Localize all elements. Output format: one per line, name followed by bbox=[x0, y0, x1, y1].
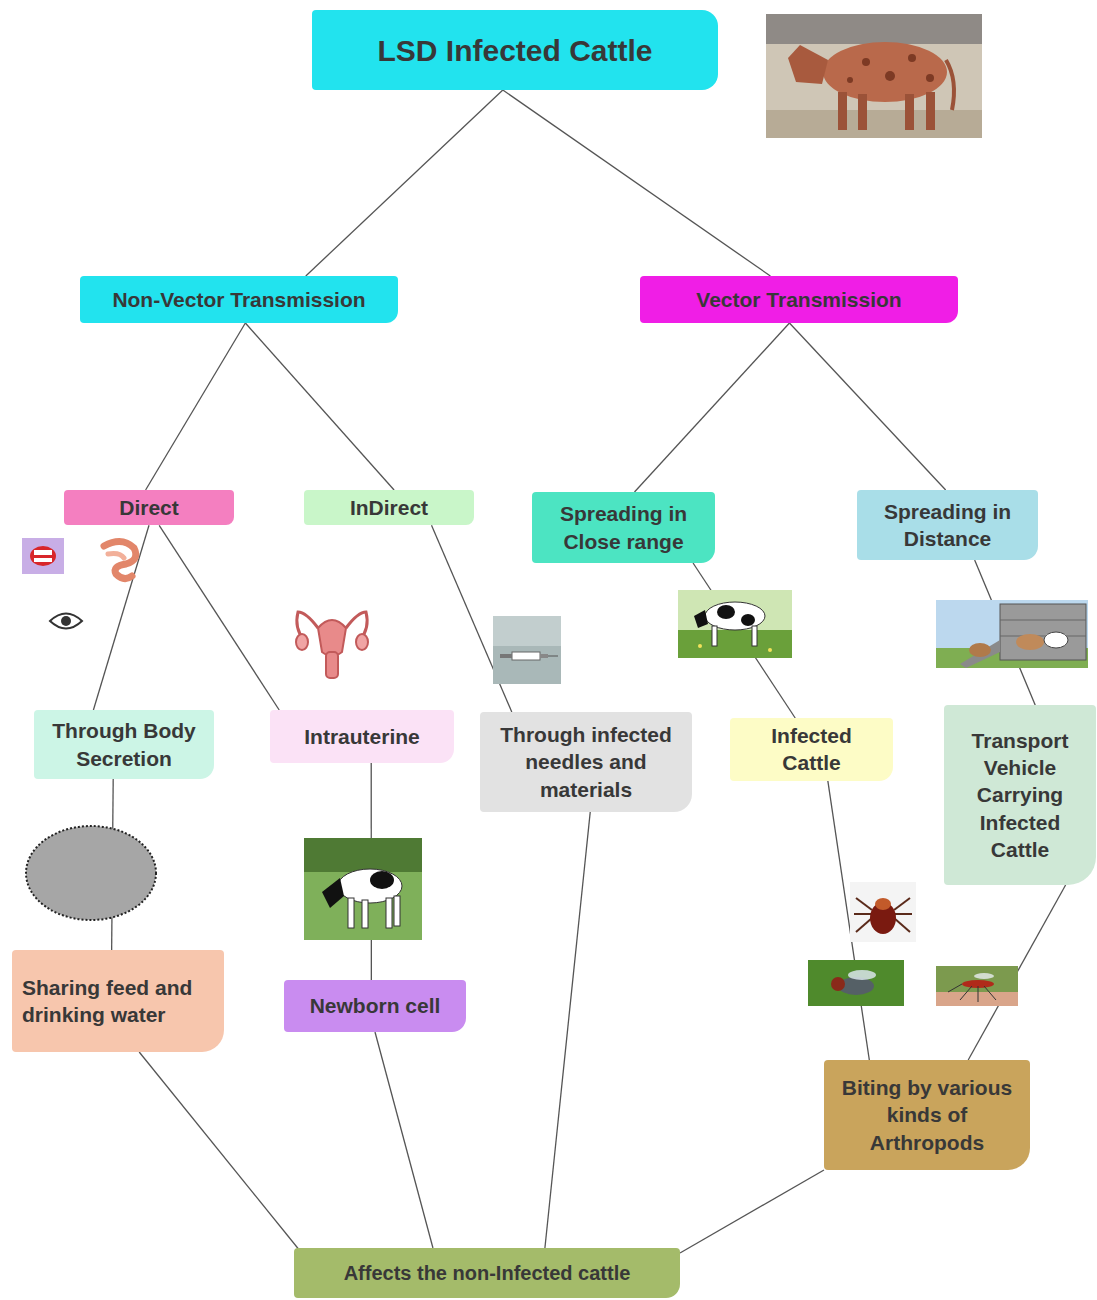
flow-box: Spreading in Distance bbox=[857, 490, 1038, 560]
box-label: LSD Infected Cattle bbox=[322, 31, 708, 70]
flow-box: Through Body Secretion bbox=[34, 710, 214, 779]
box-label: Intrauterine bbox=[280, 723, 444, 750]
box-label: InDirect bbox=[314, 494, 464, 521]
connector-line bbox=[146, 323, 246, 490]
mosquito-picture bbox=[936, 966, 1018, 1006]
secretion-blob bbox=[26, 826, 156, 920]
connector-line bbox=[680, 1170, 824, 1253]
flow-box: Non-Vector Transmission bbox=[80, 276, 398, 323]
box-label: Spreading in Close range bbox=[542, 500, 705, 555]
connector-line bbox=[503, 90, 771, 276]
box-label: Vector Transmission bbox=[650, 286, 948, 313]
box-label: Biting by various kinds of Arthropods bbox=[834, 1074, 1020, 1156]
connector-line bbox=[789, 323, 945, 490]
flow-box: Affects the non-Infected cattle bbox=[294, 1248, 680, 1298]
box-label: Spreading in Distance bbox=[867, 498, 1028, 553]
flow-box: LSD Infected Cattle bbox=[312, 10, 718, 90]
tick-picture bbox=[850, 882, 916, 942]
cattle-truck-picture bbox=[936, 600, 1088, 668]
box-label: Transport Vehicle Carrying Infected Catt… bbox=[954, 727, 1086, 863]
flow-box: Intrauterine bbox=[270, 710, 454, 763]
connector-line bbox=[245, 323, 394, 490]
connector-line bbox=[375, 1032, 433, 1248]
box-label: Affects the non-Infected cattle bbox=[304, 1260, 670, 1286]
cow-picture bbox=[678, 590, 792, 658]
flow-box: Biting by various kinds of Arthropods bbox=[824, 1060, 1030, 1170]
flow-box: Infected Cattle bbox=[730, 718, 893, 781]
flow-box: Direct bbox=[64, 490, 234, 525]
connector-line bbox=[159, 525, 279, 710]
box-label: Infected Cattle bbox=[740, 722, 883, 777]
flow-box: Spreading in Close range bbox=[532, 492, 715, 563]
connector-line bbox=[634, 323, 789, 492]
intestine-icon bbox=[104, 541, 136, 578]
mouth-icon bbox=[22, 538, 64, 574]
box-label: Non-Vector Transmission bbox=[90, 286, 388, 313]
box-label: Through Body Secretion bbox=[44, 717, 204, 772]
eye-icon bbox=[50, 614, 82, 629]
flow-box: Newborn cell bbox=[284, 980, 466, 1032]
flow-box: Sharing feed and drinking water bbox=[12, 950, 224, 1052]
flow-box: Through infected needles and materials bbox=[480, 712, 692, 812]
cow-photo bbox=[766, 14, 982, 138]
syringe-picture bbox=[493, 616, 561, 684]
flow-box: Vector Transmission bbox=[640, 276, 958, 323]
calf-picture bbox=[304, 838, 422, 940]
connector-line bbox=[93, 525, 149, 710]
fly-picture bbox=[808, 960, 904, 1006]
box-label: Direct bbox=[74, 494, 224, 521]
connector-line bbox=[306, 90, 503, 276]
connector-line bbox=[545, 812, 590, 1248]
box-label: Newborn cell bbox=[294, 992, 456, 1019]
flow-box: Transport Vehicle Carrying Infected Catt… bbox=[944, 705, 1096, 885]
uterus-icon bbox=[296, 612, 368, 678]
flow-box: InDirect bbox=[304, 490, 474, 525]
connector-line bbox=[139, 1052, 302, 1253]
box-label: Sharing feed and drinking water bbox=[22, 974, 214, 1029]
box-label: Through infected needles and materials bbox=[490, 721, 682, 803]
